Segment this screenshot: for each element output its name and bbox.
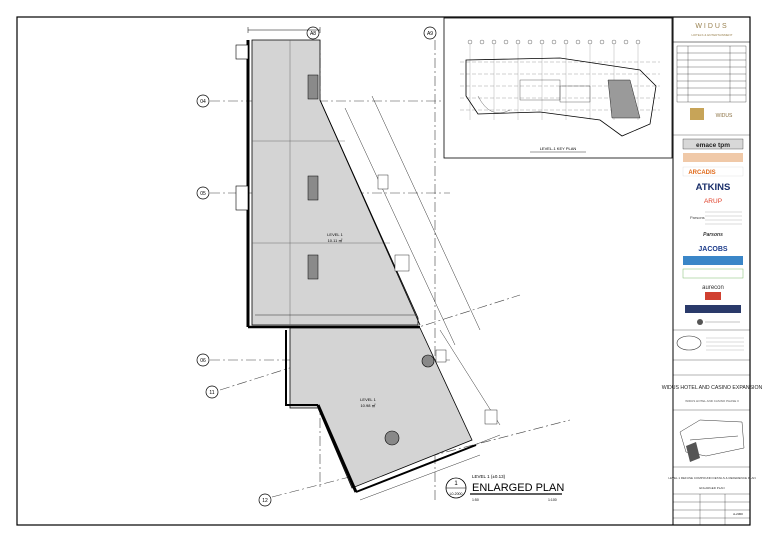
key-plan-caption: LEVEL-1 KEY PLAN xyxy=(540,146,577,151)
atkins-logo-text: ATKINS xyxy=(696,182,731,193)
orange-logo xyxy=(683,153,743,162)
green-logo xyxy=(682,268,744,279)
sheet-number: A-2300 xyxy=(733,512,743,516)
navy-logo xyxy=(685,305,741,313)
grid-label-a8: A8 xyxy=(310,31,316,37)
grid-bubble-12 xyxy=(258,493,272,507)
red-logo xyxy=(705,292,721,300)
plan-title-scale: 1:50 xyxy=(472,498,479,502)
plan-title-ref: L0-2000 xyxy=(450,492,463,496)
grid-label-05: 05 xyxy=(200,191,206,197)
wall-diagonal xyxy=(319,99,421,326)
room-lower-name: LEVEL 1 xyxy=(360,397,376,402)
equipment-block xyxy=(307,175,319,201)
grid-label-a9: A9 xyxy=(427,31,433,37)
room-upper-area: 10.11 ㎡ xyxy=(328,237,343,243)
grid-label-11: 11 xyxy=(209,390,214,396)
round-logo-icon xyxy=(697,319,703,325)
emace-logo-text: emace tpm xyxy=(696,142,730,149)
title-block: WIDUS HOTELS & ENTERTAINMENT WIDUS emace… xyxy=(662,23,763,525)
key-plan-frame xyxy=(443,17,673,159)
aurecon-logo-text: aurecon xyxy=(702,285,724,291)
grid-bubble-a9 xyxy=(423,26,437,40)
grid-label-04: 04 xyxy=(200,99,206,105)
room-upper xyxy=(251,39,419,326)
enlarged-plan: A8 A9 04 05 06 11 12 xyxy=(196,26,571,507)
project-subtitle: WIDUS HOTEL AND CASINO PHASE II xyxy=(685,399,739,403)
jacobs-logo-text: JACOBS xyxy=(698,246,728,253)
drawing-title: LEVEL 1 REFUSE COMPOUND DETAILS & REFERE… xyxy=(668,476,755,480)
arcadis-logo-text: ARCADIS xyxy=(688,170,715,176)
parsons-small: Parsons xyxy=(690,215,705,220)
project-title: WIDUS HOTEL AND CASINO EXPANSION xyxy=(662,385,763,391)
grid-bubble-11 xyxy=(205,385,219,399)
arcadis-logo xyxy=(682,166,744,177)
drawing-subtitle: ENLARGED PLAN xyxy=(699,486,724,490)
key-plan-highlight xyxy=(607,79,641,119)
plan-title-main: ENLARGED PLAN xyxy=(472,482,564,494)
widus-logo-icon xyxy=(690,108,704,120)
grid-bubble-05 xyxy=(196,186,210,200)
plan-title-level: LEVEL 1 (±0.13) xyxy=(472,474,506,479)
client-subtitle: HOTELS & ENTERTAINMENT xyxy=(692,33,733,37)
arup-logo-text: ARUP xyxy=(704,198,722,205)
mini-key-highlight xyxy=(686,442,700,462)
stamp-seal xyxy=(676,335,702,351)
key-plan-outline xyxy=(465,57,657,137)
column-nw xyxy=(235,44,249,60)
plan-title-scale-alt: 1:100 xyxy=(548,498,557,502)
room-upper-name: LEVEL 1 xyxy=(327,232,343,237)
door-west xyxy=(235,185,249,211)
room-lower-area: 10.98 ㎡ xyxy=(360,402,375,408)
plan-title-number: 1 xyxy=(454,481,458,487)
key-plan: LEVEL-1 KEY PLAN xyxy=(443,17,673,159)
floor-drain xyxy=(384,430,400,446)
widus-logo-text: WIDUS xyxy=(716,113,733,119)
emace-logo xyxy=(682,138,744,150)
blue-logo xyxy=(683,256,743,265)
revision-table xyxy=(676,45,747,103)
plan-title: 1 L0-2000 LEVEL 1 (±0.13) ENLARGED PLAN … xyxy=(445,474,564,502)
grid-label-06: 06 xyxy=(200,358,206,364)
mini-key-diagram xyxy=(679,419,745,457)
grid-bubble-04 xyxy=(196,94,210,108)
parsons-logo-text: Parsons xyxy=(703,232,723,238)
equipment-block xyxy=(307,254,319,280)
grid-bubble-06 xyxy=(196,353,210,367)
equipment-block xyxy=(307,74,319,100)
wall-lower-diagonal xyxy=(316,404,358,493)
grid-label-12: 12 xyxy=(262,498,268,504)
floor-drain xyxy=(421,354,435,368)
client-name: WIDUS xyxy=(695,23,728,30)
wall-lower-west xyxy=(285,330,318,406)
arup-logo xyxy=(683,196,743,205)
atkins-logo xyxy=(683,180,743,192)
wall-lower-south xyxy=(355,444,477,493)
